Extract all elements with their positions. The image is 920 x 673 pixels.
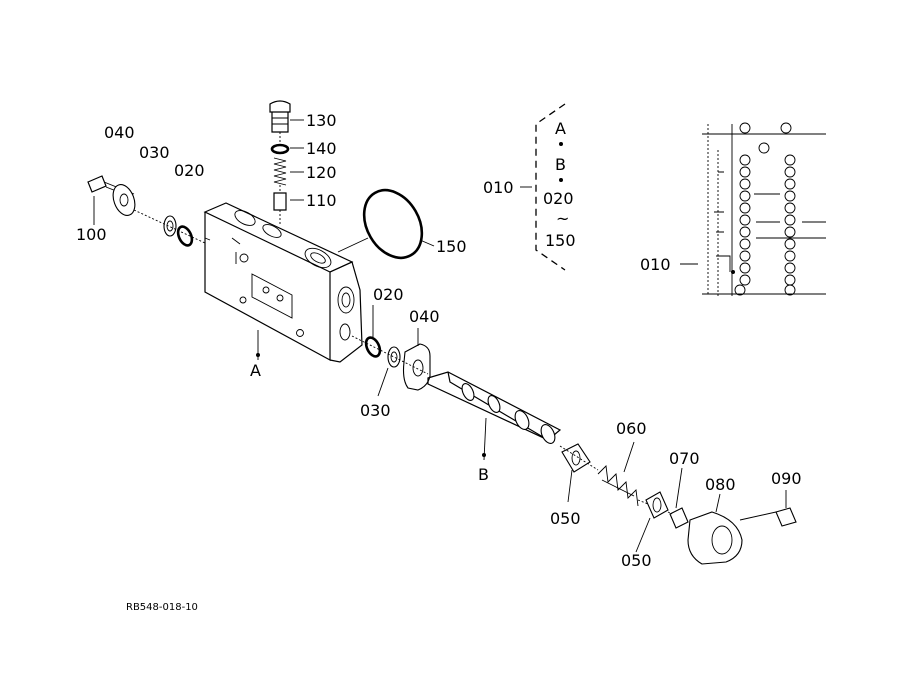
left-end-parts xyxy=(87,175,206,247)
label-150: 150 xyxy=(436,237,467,256)
label-020-top: 020 xyxy=(174,161,205,180)
label-010-bracket: 010 xyxy=(483,178,514,197)
drawing-reference-code: RB548-018-10 xyxy=(126,602,198,613)
label-060: 060 xyxy=(616,419,647,438)
relief-valve-parts xyxy=(269,100,291,226)
label-050-b: 050 xyxy=(621,551,652,570)
bracket-items: A B 020 ~ 150 xyxy=(543,119,576,250)
bracket-range-symbol: ~ xyxy=(556,209,569,228)
label-130: 130 xyxy=(306,111,337,130)
label-040-mid: 040 xyxy=(409,307,440,326)
label-100: 100 xyxy=(76,225,107,244)
label-110: 110 xyxy=(306,191,337,210)
label-b-spool: B xyxy=(478,465,489,484)
bracket-item-020: 020 xyxy=(543,189,574,208)
label-120: 120 xyxy=(306,163,337,182)
bracket-item-a: A xyxy=(555,119,566,138)
assembly-bracket xyxy=(520,103,566,271)
leader-lines xyxy=(93,119,787,553)
inset-schematic xyxy=(680,122,826,296)
label-080: 080 xyxy=(705,475,736,494)
label-040-top: 040 xyxy=(104,123,135,142)
large-o-ring xyxy=(337,188,424,260)
part-labels: 040 030 020 100 130 140 120 110 150 A 02… xyxy=(76,111,802,570)
label-030-top: 030 xyxy=(139,143,170,162)
valve-body xyxy=(203,202,363,363)
inset-circles xyxy=(734,122,796,296)
label-090: 090 xyxy=(771,469,802,488)
label-a-body: A xyxy=(250,361,261,380)
label-050-a: 050 xyxy=(550,509,581,528)
label-070: 070 xyxy=(669,449,700,468)
label-030-mid: 030 xyxy=(360,401,391,420)
label-140: 140 xyxy=(306,139,337,158)
label-020-mid: 020 xyxy=(373,285,404,304)
label-010-inset: 010 xyxy=(640,255,671,274)
bracket-item-b: B xyxy=(555,155,566,174)
bracket-item-150: 150 xyxy=(545,231,576,250)
spool-assembly xyxy=(351,335,797,565)
